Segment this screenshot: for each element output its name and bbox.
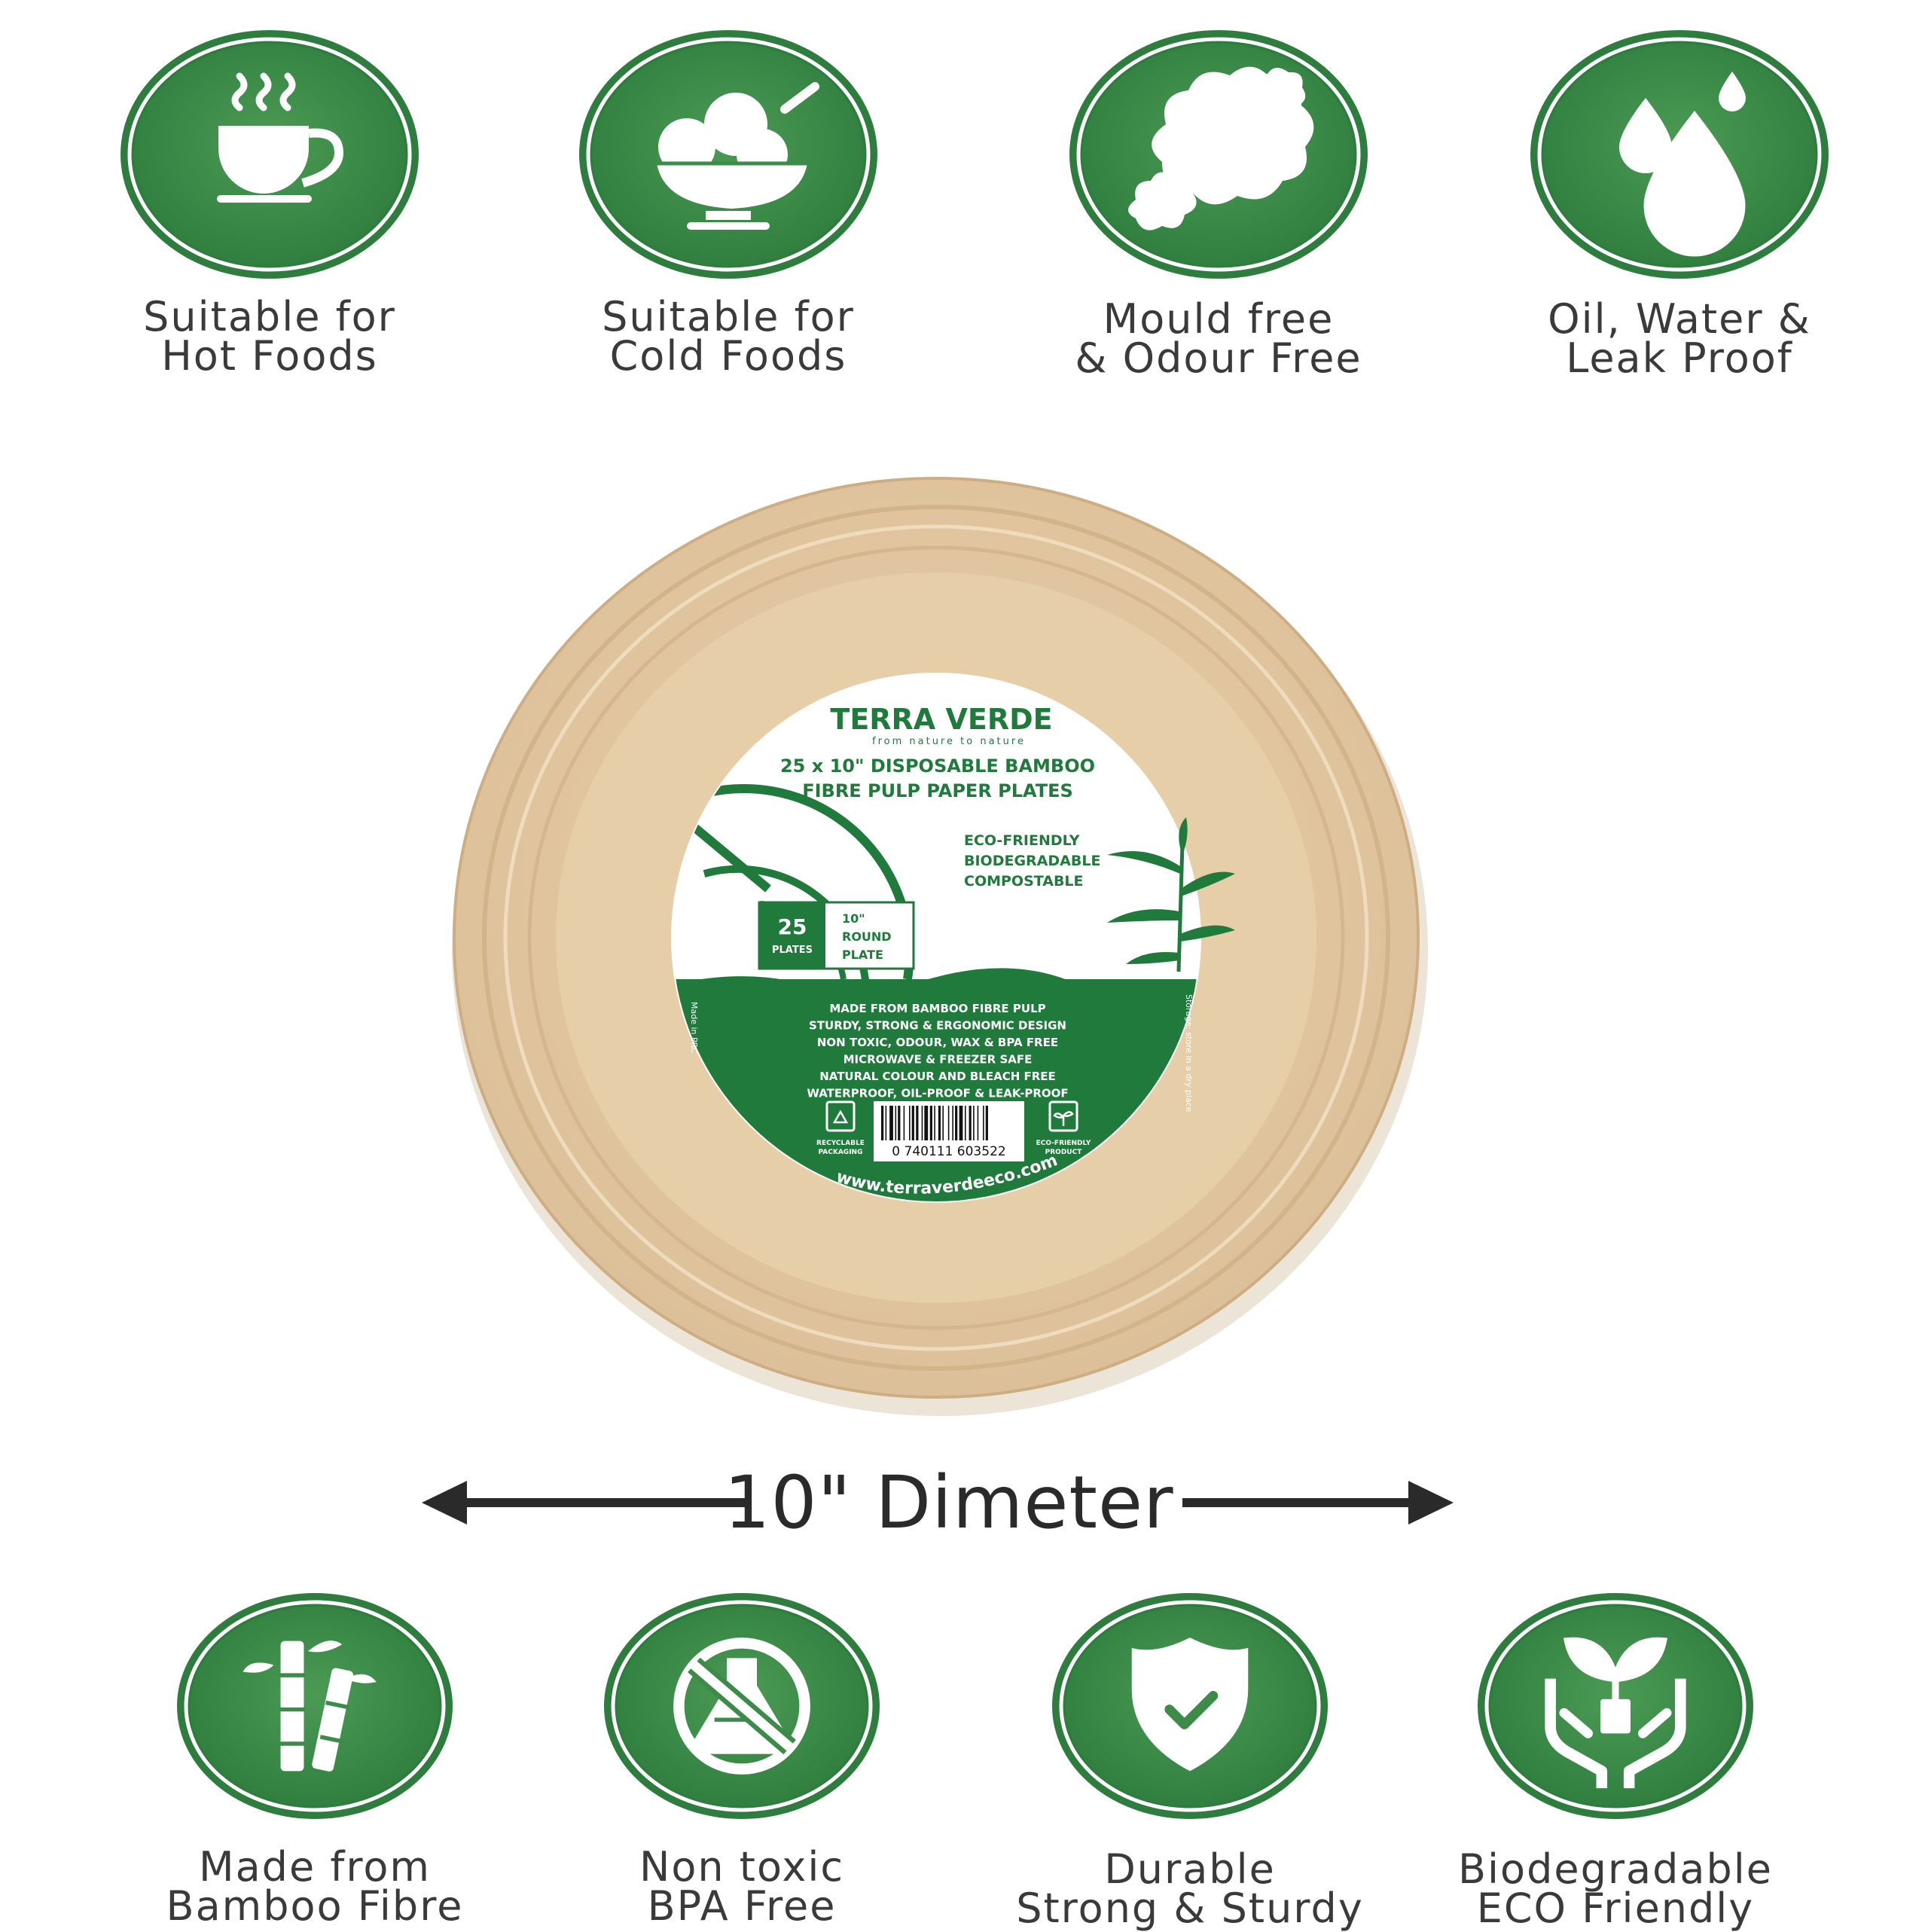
recyclable-label: RECYCLABLE	[816, 1140, 865, 1147]
label-title-2: FIBRE PULP PAPER PLATES	[802, 780, 1073, 801]
made-in-text: Made in PRC	[689, 1002, 699, 1054]
feature-caption-line: Durable	[1104, 1845, 1276, 1893]
website-url: www.terraverdeeco.com	[834, 1151, 1060, 1198]
ice-cream-bowl-badge	[575, 26, 881, 282]
water-drops-badge	[1527, 26, 1832, 282]
feature-caption-line: Made from	[198, 1843, 431, 1891]
plate-size: 10"	[842, 911, 865, 926]
hot-cup-badge	[117, 26, 423, 282]
arrow-right-icon	[1182, 1481, 1454, 1525]
feature-caption-line: Mould free	[1103, 295, 1335, 343]
feature-caption-line: Non toxic	[639, 1843, 845, 1891]
feature-caption-line: Bamboo Fibre	[166, 1882, 464, 1930]
plant-hands-badge	[1474, 1589, 1757, 1823]
eco-product-label: ECO-FRIENDLY	[1036, 1140, 1091, 1147]
feature-caption-line: Biodegradable	[1457, 1845, 1774, 1893]
eco-product-icon	[1048, 1100, 1078, 1132]
plant-hands-icon	[1545, 1637, 1686, 1789]
product-label: TERRA VERDE from nature to nature 25 x 1…	[671, 673, 1235, 1203]
feature-bullet: MADE FROM BAMBOO FIBRE PULP	[829, 1002, 1045, 1015]
no-chemical-flask-icon	[673, 1637, 810, 1775]
recyclable-packaging-icon	[825, 1100, 856, 1132]
feature-caption-line: Hot Foods	[161, 332, 378, 380]
dimension-indicator: 10" Dimeter	[407, 1461, 1491, 1544]
feature-caption-line: Oil, Water &	[1548, 295, 1811, 343]
brand-tagline: from nature to nature	[872, 736, 1026, 747]
recyclable-label: PACKAGING	[819, 1149, 863, 1156]
ice-cream-bowl-icon	[657, 82, 819, 230]
plate-shape: ROUND	[842, 929, 892, 944]
bamboo-badge	[173, 1589, 456, 1823]
feature-bullet: MICROWAVE & FREEZER SAFE	[844, 1053, 1033, 1067]
brand-name: TERRA VERDE	[830, 703, 1052, 736]
feature-caption: Mould free& Odour Free	[1008, 295, 1429, 382]
shield-check-icon	[1131, 1637, 1249, 1772]
feature-bullet: NATURAL COLOUR AND BLEACH FREE	[819, 1070, 1056, 1083]
hot-cup-icon	[217, 72, 344, 203]
feature-caption-line: Cold Foods	[609, 332, 847, 380]
eco-claim: COMPOSTABLE	[964, 873, 1084, 890]
feature-caption-line: Leak Proof	[1566, 334, 1793, 382]
mould-spores-badge	[1066, 26, 1371, 282]
bamboo-leaf-icon	[1107, 817, 1235, 972]
feature-caption-line: Suitable for	[602, 293, 855, 340]
bamboo-icon	[243, 1641, 377, 1772]
feature-caption-line: Suitable for	[143, 293, 396, 340]
feature-caption: Oil, Water &Leak Proof	[1469, 295, 1890, 382]
storage-text: Storage: store in a dry place	[1184, 994, 1194, 1113]
eco-claim: BIODEGRADABLE	[964, 853, 1100, 869]
feature-bullet: WATERPROOF, OIL-PROOF & LEAK-PROOF	[807, 1087, 1068, 1100]
shield-check-badge	[1048, 1589, 1332, 1823]
barcode-number: 0 740111 603522	[892, 1144, 1005, 1159]
feature-caption-line: ECO Friendly	[1476, 1885, 1755, 1932]
feature-bullets: MADE FROM BAMBOO FIBRE PULP STURDY, STRON…	[807, 1002, 1068, 1100]
plate-shape: PLATE	[842, 948, 883, 962]
feature-bullet: NON TOXIC, ODOUR, WAX & BPA FREE	[817, 1036, 1058, 1049]
barcode: 0 740111 603522	[874, 1101, 1024, 1161]
no-chemical-flask-badge	[600, 1589, 883, 1823]
feature-bullet: STURDY, STRONG & ERGONOMIC DESIGN	[809, 1019, 1066, 1033]
label-title-1: 25 x 10" DISPOSABLE BAMBOO	[780, 755, 1095, 777]
eco-claim: ECO-FRIENDLY	[964, 832, 1080, 849]
dimension-label: 10" Dimeter	[724, 1460, 1174, 1545]
plate-count-unit: PLATES	[772, 945, 813, 956]
feature-caption-line: & Odour Free	[1075, 334, 1362, 382]
mould-spores-icon	[1128, 66, 1314, 230]
water-drops-icon	[1619, 72, 1746, 257]
arrow-left-icon	[422, 1481, 746, 1525]
feature-caption-line: BPA Free	[647, 1882, 837, 1930]
feature-caption-line: Strong & Sturdy	[1016, 1885, 1364, 1932]
plate-count: 25	[778, 914, 807, 939]
eco-product-label: PRODUCT	[1045, 1149, 1083, 1156]
